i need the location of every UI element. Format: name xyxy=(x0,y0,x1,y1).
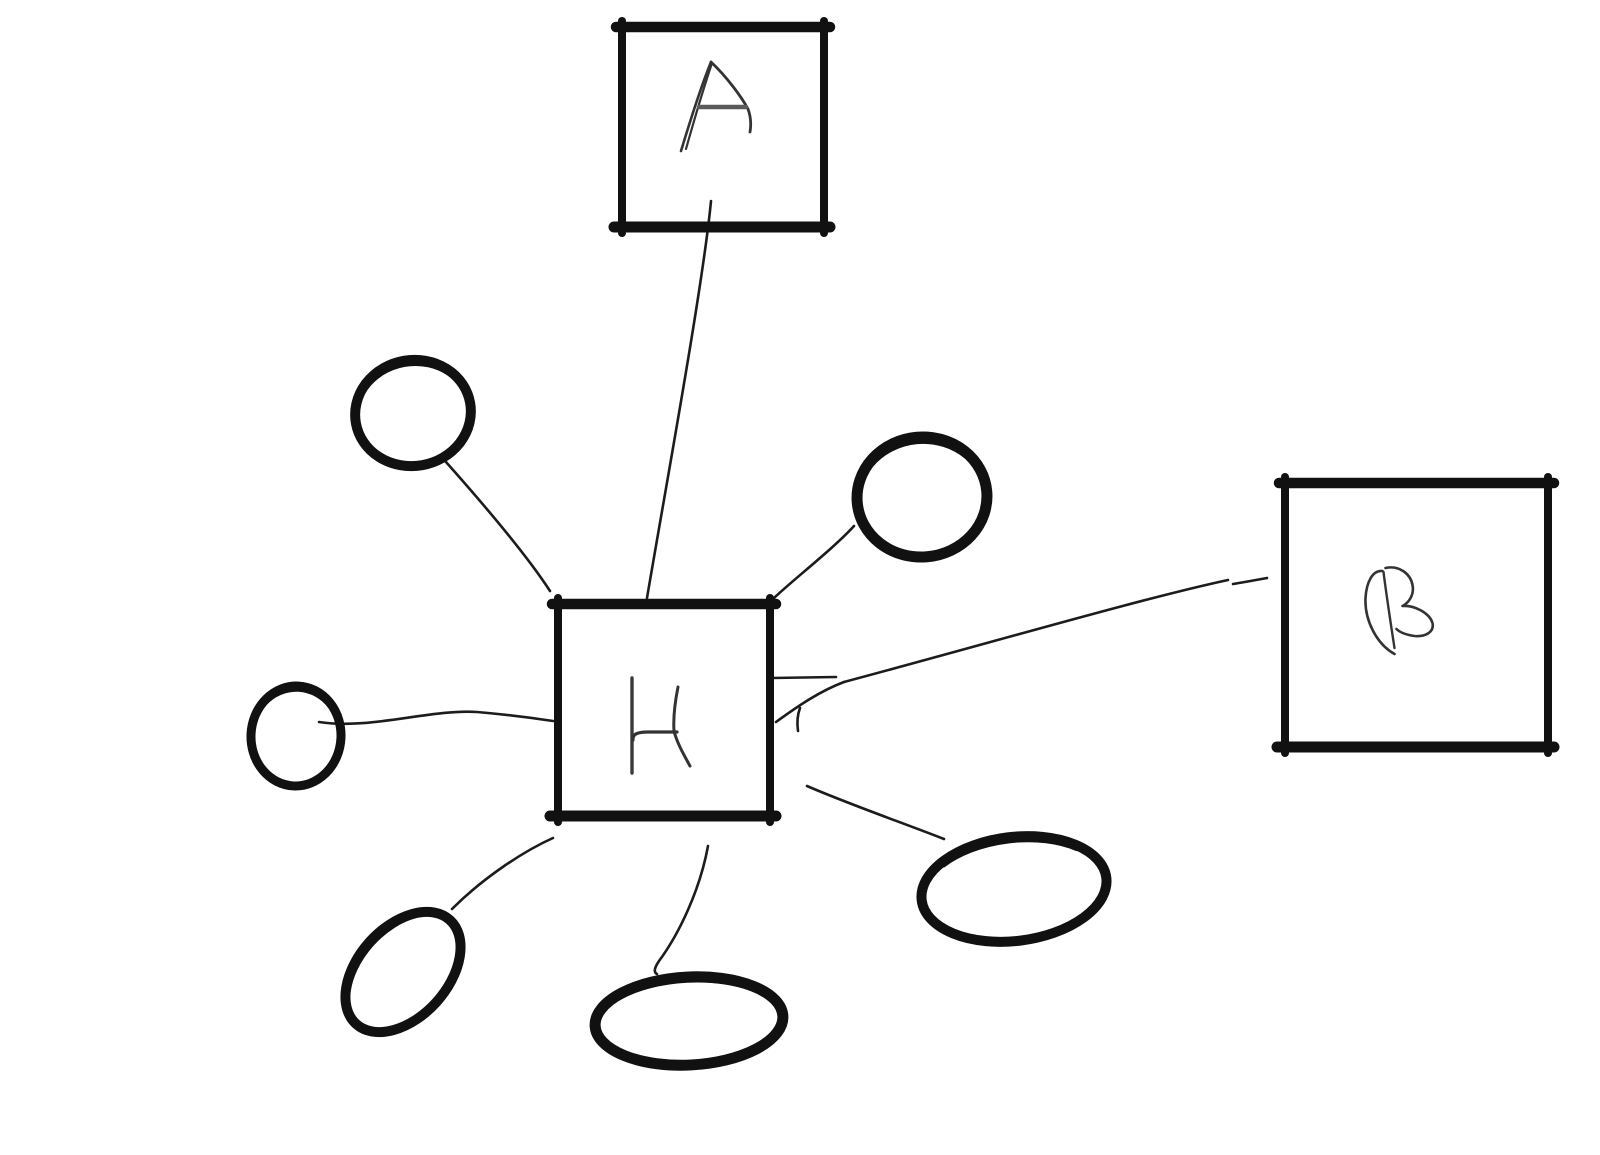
ellipse-bottom-right[interactable] xyxy=(915,826,1112,952)
circle-top-left[interactable] xyxy=(347,351,480,476)
ellipse-bottom-center-rim xyxy=(617,977,758,1000)
ellipse-bottom-left[interactable] xyxy=(323,890,484,1054)
label-a-glyph xyxy=(679,60,752,153)
circle-top-left-rim xyxy=(363,361,451,391)
edge-square-h-ellipse-bottom-center[interactable] xyxy=(653,844,710,976)
square-a[interactable] xyxy=(608,17,836,237)
ellipse-bottom-center[interactable] xyxy=(589,971,789,1071)
square-b[interactable] xyxy=(1271,473,1560,757)
square-h[interactable] xyxy=(544,594,782,826)
circle-upper-right[interactable] xyxy=(851,431,993,563)
ellipse-bottom-left-rim xyxy=(346,913,419,994)
edge-square-h-square-b[interactable] xyxy=(770,576,1269,733)
label-b-glyph xyxy=(1364,566,1435,656)
edge-square-a-square-h[interactable] xyxy=(645,199,713,600)
circle-upper-right-rim xyxy=(869,438,968,467)
edge-circle-left-square-h[interactable] xyxy=(317,710,555,726)
edge-square-h-ellipse-bottom-right[interactable] xyxy=(805,784,946,841)
circle-left[interactable] xyxy=(246,681,346,791)
ellipse-bottom-right-rim xyxy=(941,837,1079,868)
circle-left-rim xyxy=(263,687,333,709)
label-h-glyph xyxy=(630,676,692,775)
edge-ellipse-bottom-left-square-h[interactable] xyxy=(450,836,555,911)
edge-circle-upper-right-square-h[interactable] xyxy=(772,524,856,600)
edge-circle-top-left-square-h[interactable] xyxy=(444,460,552,593)
